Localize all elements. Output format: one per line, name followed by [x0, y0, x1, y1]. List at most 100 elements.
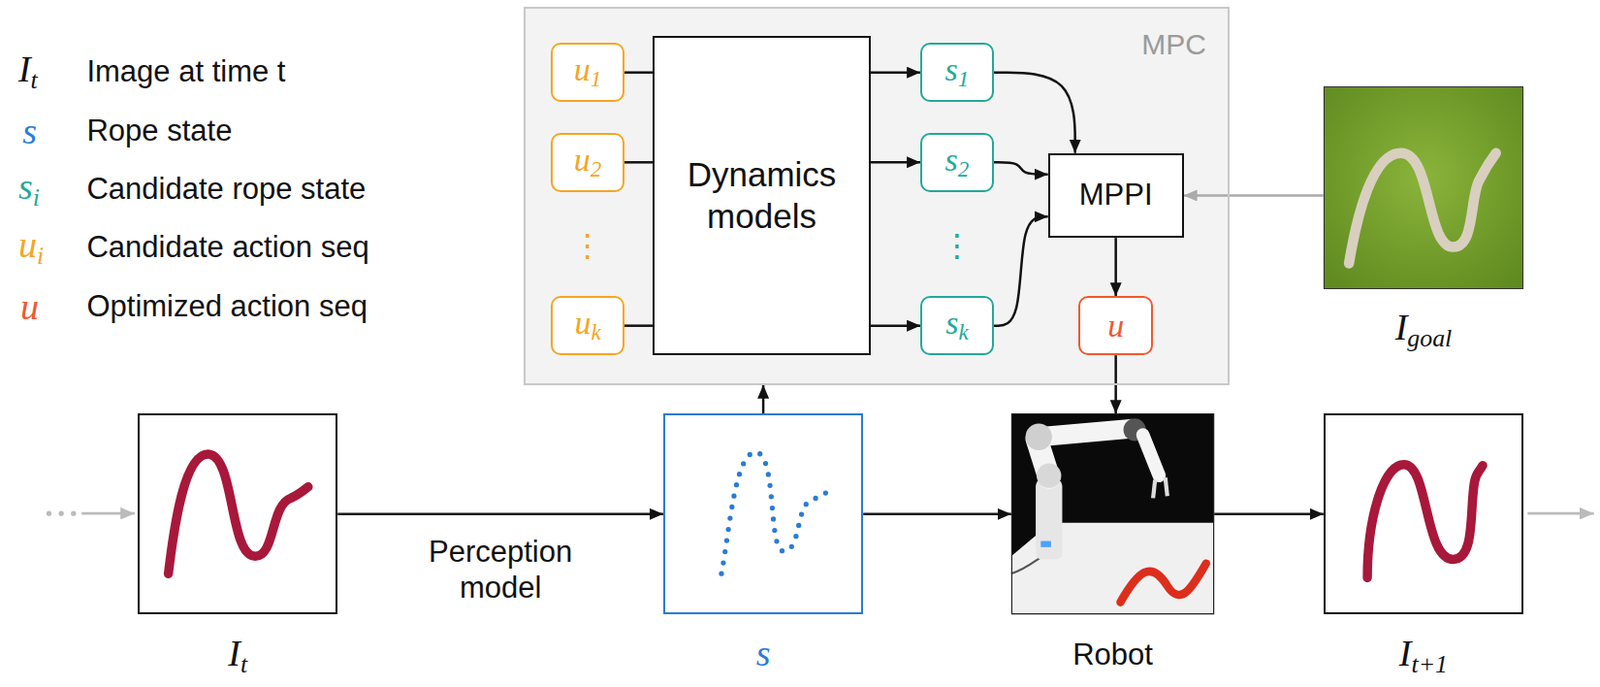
flow-arrow	[1214, 512, 1324, 516]
legend-symbol: ui	[18, 225, 44, 269]
symbol-text: u1	[574, 53, 603, 92]
robot-finger	[1152, 479, 1155, 498]
flow-arrow	[337, 512, 664, 516]
image-box: It+1	[1323, 413, 1524, 614]
rope-image	[168, 453, 309, 574]
flow-arrow	[624, 70, 653, 74]
symbol-text: sk	[945, 306, 969, 345]
symbol-base: s	[945, 141, 959, 178]
symbol-base: I	[227, 632, 241, 673]
symbol-subscript: t	[31, 65, 38, 95]
robot-wrist	[1143, 434, 1160, 476]
symbol-base: I	[18, 48, 32, 90]
rope-image	[1367, 464, 1483, 578]
symbol-base: I	[1395, 306, 1408, 348]
image-box: It	[137, 413, 338, 614]
flow-arrow	[624, 323, 653, 327]
legend-symbol: u	[20, 288, 39, 325]
continuation-dot	[70, 511, 76, 516]
symbol-base: I	[1399, 632, 1412, 673]
legend-text: Optimized action seq	[86, 289, 367, 323]
robot-finger	[1165, 477, 1168, 496]
symbol-box: u1	[550, 42, 625, 102]
mpc-panel-fill	[523, 6, 1230, 384]
symbol-subscript: i	[32, 183, 40, 212]
legend-symbol: si	[18, 167, 40, 211]
continuation-dot	[46, 511, 52, 516]
process-box: MPPI	[1048, 153, 1184, 238]
symbol-base: u	[18, 224, 37, 265]
rope-state-points	[721, 451, 829, 574]
flow-arrow	[1184, 193, 1324, 197]
image-box: Igoal	[1323, 86, 1524, 288]
symbol-subscript: 2	[590, 156, 603, 182]
symbol-text: u2	[574, 143, 603, 182]
goal-photo	[1323, 86, 1524, 288]
flow-arrow	[863, 512, 1012, 516]
flow-arrow	[993, 72, 1076, 154]
goal-rope	[1348, 153, 1497, 264]
symbol-text: s2	[945, 143, 970, 182]
robot-base	[1035, 479, 1062, 559]
symbol-subscript: t+1	[1411, 650, 1449, 679]
edge-label: Perception model	[403, 533, 598, 606]
flow-arrow	[993, 161, 1049, 174]
symbol-box: s2	[920, 132, 994, 192]
symbol-base: s	[22, 110, 37, 152]
flow-arrow	[624, 160, 653, 164]
symbol-subscript: 1	[958, 66, 970, 93]
symbol-subscript: 2	[958, 156, 970, 182]
legend-text: Candidate action seq	[86, 230, 369, 264]
group-panel: MPCu1u2ukDynamics modelss1s2skMPPIu	[523, 6, 1230, 384]
continuation-arrow	[1527, 512, 1594, 515]
symbol-box: u2	[550, 132, 625, 192]
legend-text: Candidate rope state	[86, 172, 366, 206]
robot-joint	[1025, 423, 1053, 450]
continuation-dot	[59, 511, 64, 516]
symbol-base: s	[18, 165, 33, 207]
symbol-text: uk	[574, 306, 601, 345]
box-title: MPPI	[1079, 176, 1153, 215]
symbol-base: u	[574, 51, 591, 88]
symbol-subscript: goal	[1407, 323, 1452, 352]
image-caption: Igoal	[1395, 307, 1453, 353]
legend-symbol: It	[18, 50, 38, 94]
process-box: Dynamics models	[652, 35, 870, 355]
flow-arrow	[762, 384, 766, 414]
flow-arrow	[1114, 237, 1118, 296]
image-caption: Robot	[1072, 638, 1153, 672]
symbol-base: u	[574, 141, 591, 178]
image-caption: s	[756, 633, 771, 674]
image-box: Robot	[1011, 413, 1215, 614]
symbol-base: s	[945, 51, 959, 88]
robot-joint	[1036, 463, 1061, 488]
legend-text: Rope state	[86, 114, 232, 148]
flow-arrow	[993, 216, 1049, 325]
image-caption: It+1	[1399, 633, 1448, 679]
box-title: Dynamics models	[672, 153, 851, 239]
symbol-box: u	[1078, 295, 1153, 355]
robot-forearm	[1038, 428, 1131, 437]
flow-arrow	[870, 70, 922, 74]
flow-arrow	[870, 160, 922, 164]
group-title: MPC	[1141, 28, 1207, 62]
symbol-text: s1	[945, 53, 970, 92]
robot-rope	[1120, 563, 1206, 603]
robot-photo-bg	[1011, 413, 1215, 614]
legend-symbol: s	[22, 112, 37, 150]
symbol-base: u	[1107, 307, 1124, 344]
robot-light	[1040, 541, 1052, 547]
symbol-subscript: 1	[590, 66, 603, 93]
symbol-text: u	[1107, 309, 1124, 343]
symbol-subscript: k	[959, 320, 969, 346]
symbol-subscript: t	[240, 650, 248, 679]
symbol-subscript: i	[36, 241, 44, 270]
flow-arrow	[870, 323, 922, 327]
symbol-box: s1	[920, 42, 994, 102]
symbol-subscript: k	[590, 320, 601, 346]
symbol-base: s	[945, 304, 959, 341]
ellipsis-mark: ⋮	[941, 229, 973, 261]
symbol-base: u	[574, 304, 591, 341]
continuation-arrow	[81, 512, 135, 515]
